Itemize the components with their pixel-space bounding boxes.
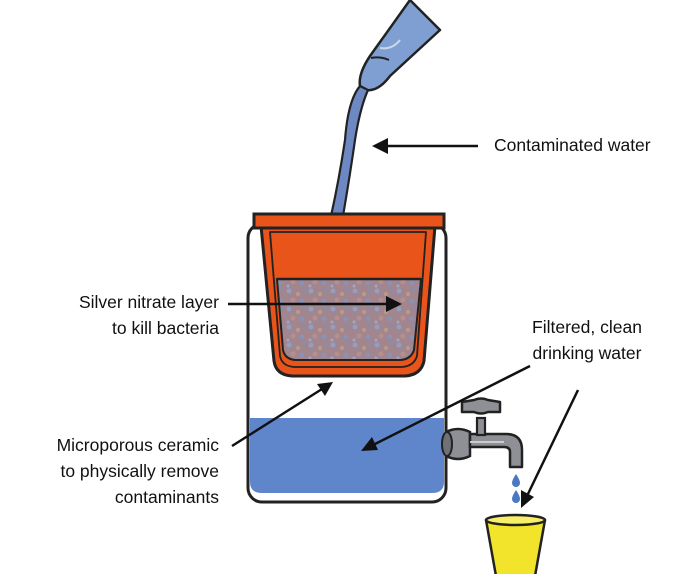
label-contaminated-water: Contaminated water (494, 135, 651, 155)
pouring-water-stream (329, 84, 370, 218)
arrow-silver-nitrate (228, 296, 402, 312)
clean-water-body (250, 418, 444, 493)
arrow-clean-water (361, 364, 531, 451)
filter-pot-inner-wall (269, 231, 427, 368)
silver-nitrate-layer (275, 278, 423, 361)
label-filtered-water: Filtered, clean drinking water (532, 317, 642, 363)
faucet-icon (441, 397, 524, 469)
label-silver-nitrate: Silver nitrate layer to kill bacteria (78, 292, 219, 338)
arrow-ceramic (231, 382, 333, 448)
water-drop (512, 474, 520, 487)
label-microporous-ceramic: Microporous ceramic to physically remove… (56, 435, 219, 507)
arrow-to-cup (521, 389, 580, 508)
water-drop (512, 490, 520, 503)
bottle-icon (358, 0, 442, 92)
arrow-contaminated (372, 138, 478, 154)
filter-lid (252, 212, 446, 230)
cup-icon (484, 513, 547, 574)
